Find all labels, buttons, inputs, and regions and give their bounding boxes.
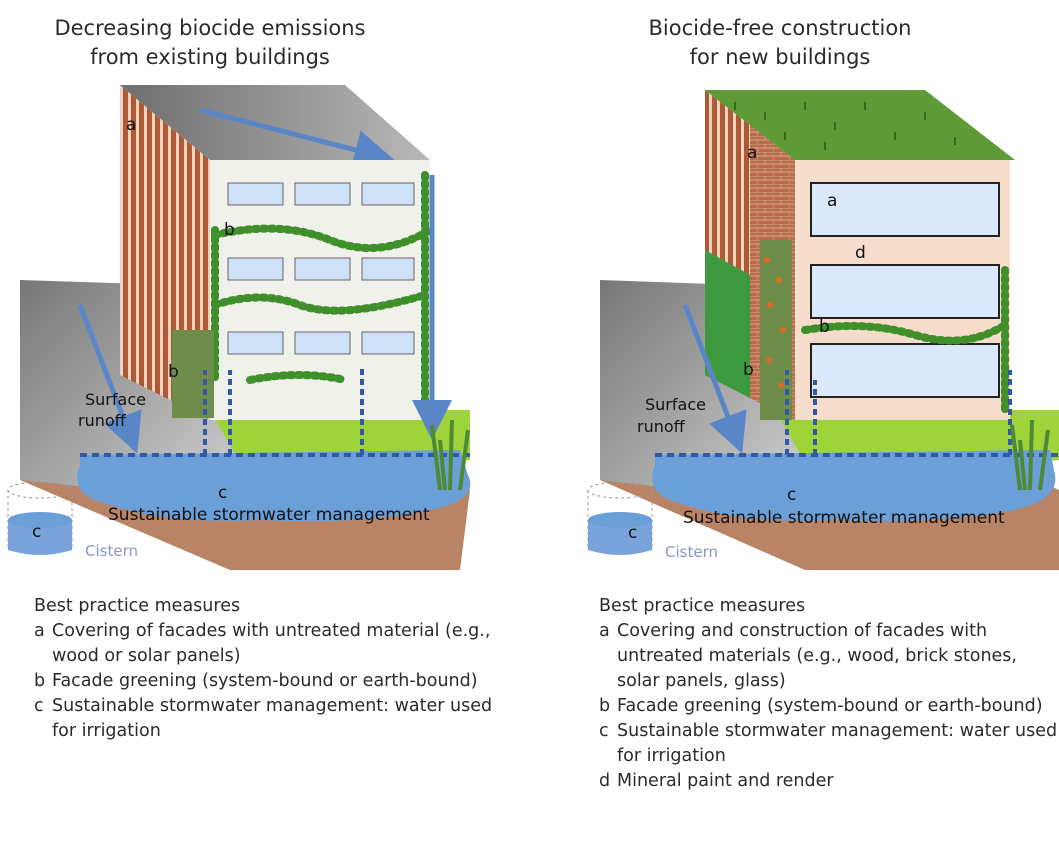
pond <box>652 450 1056 522</box>
pond <box>77 450 471 522</box>
label-b-facade: b <box>819 317 830 337</box>
irrigation-pipes <box>785 370 1012 455</box>
planter-flowers <box>764 257 786 388</box>
label-cistern: Cistern <box>665 543 718 561</box>
left-measures-heading: Best practice measures <box>34 596 241 616</box>
label-runoff: runoff <box>78 411 127 430</box>
label-a-side: a <box>747 143 757 163</box>
green-roof <box>705 90 1015 160</box>
left-title-line2: from existing buildings <box>90 45 330 69</box>
label-c-cistern: c <box>628 523 637 543</box>
right-measures-heading: Best practice measures <box>599 596 806 616</box>
label-a: a <box>126 115 136 135</box>
right-title: Biocide-free construction for new buildi… <box>565 14 995 72</box>
label-c: c <box>218 483 227 503</box>
surface-runoff-arrow <box>682 304 747 454</box>
roof-runoff-arrow <box>199 107 395 170</box>
label-cistern: Cistern <box>85 542 138 560</box>
facade-greening <box>211 171 434 414</box>
irrigation-pipes <box>203 365 364 455</box>
label-stormwater: Sustainable stormwater management <box>108 505 430 525</box>
reeds <box>1010 419 1050 491</box>
left-title-line1: Decreasing biocide emissions <box>54 16 366 40</box>
label-stormwater: Sustainable stormwater management <box>683 508 1005 528</box>
green-side-panel <box>705 250 750 398</box>
label-c-cistern: c <box>32 522 41 542</box>
windows <box>810 182 1000 398</box>
cistern <box>7 481 73 555</box>
surface-runoff-arrow <box>77 304 142 454</box>
label-surface: Surface <box>645 395 706 414</box>
label-surface: Surface <box>85 390 146 409</box>
facade-greening <box>801 266 1009 414</box>
label-c: c <box>787 485 796 505</box>
right-panel: Biocide-free construction for new buildi… <box>565 0 1059 851</box>
cistern <box>587 481 653 555</box>
green-roof-plants <box>734 102 956 150</box>
windows <box>227 182 415 355</box>
label-b-planter: b <box>168 362 179 382</box>
label-runoff: runoff <box>637 417 686 436</box>
left-panel: Decreasing biocide emissions from existi… <box>0 0 520 851</box>
label-d: d <box>855 243 866 263</box>
right-building-illustration: a a d b b Surface runoff c Sustainable s… <box>587 90 1059 570</box>
left-title: Decreasing biocide emissions from existi… <box>0 14 420 72</box>
label-a-window: a <box>827 191 837 211</box>
left-building-illustration: a b b Surface runoff c Sustainable storm… <box>7 85 471 570</box>
label-b-planter: b <box>743 360 754 380</box>
reeds <box>430 419 470 491</box>
label-b-facade: b <box>224 220 235 240</box>
right-title-line1: Biocide-free construction <box>648 16 912 40</box>
right-title-line2: for new buildings <box>689 45 871 69</box>
